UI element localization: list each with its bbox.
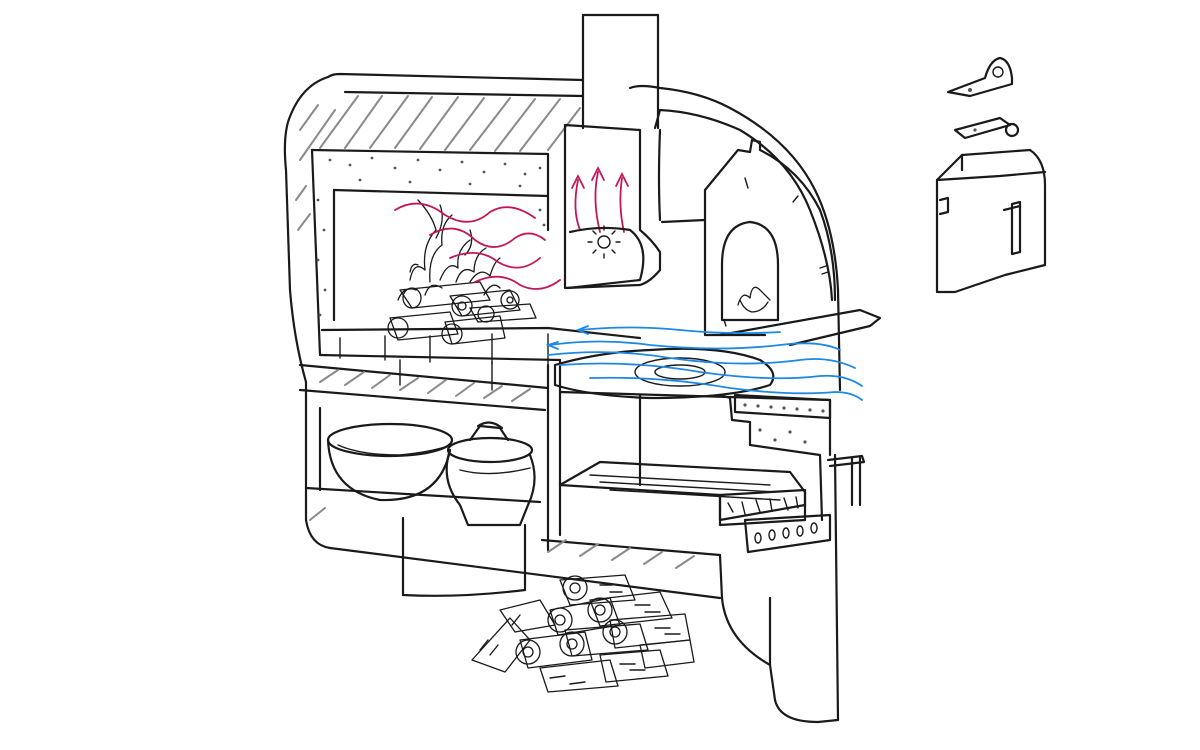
heat-exchanger (563, 123, 662, 290)
firewood-pile (471, 574, 695, 693)
body-hatching (295, 95, 695, 569)
cold-air-flow (545, 325, 863, 401)
ash-drawer (558, 454, 866, 554)
hot-air-arrows (394, 165, 629, 290)
side-oven (628, 84, 882, 392)
ash-compartment (558, 390, 832, 522)
door-latch-hardware (946, 56, 1020, 140)
chimney-pipe (581, 13, 660, 130)
firebox-insulation (316, 156, 546, 317)
oven-door-detail (935, 148, 1047, 294)
stove-body (283, 72, 840, 724)
cooktop-plate (553, 347, 775, 400)
bowl (326, 422, 454, 502)
pot (445, 421, 536, 527)
